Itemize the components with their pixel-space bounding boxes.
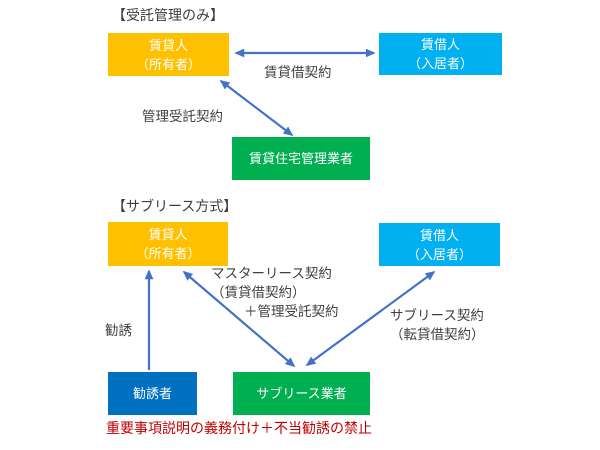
section2-owner-box: 賃貸人 （所有者）: [108, 222, 228, 266]
master-lease-arrow: [182, 270, 296, 368]
management-entrustment-arrow: [219, 80, 294, 136]
section2-solicitor-label: 勧誘者: [132, 386, 172, 401]
management-entrustment-label: 管理受託契約: [142, 109, 223, 124]
sublease-contract-label: サブリース契約 （転貸借契約）: [390, 308, 485, 342]
management-addon-label: ＋管理受託契約: [244, 304, 339, 319]
sublease-contract-arrow: [305, 271, 436, 366]
solicitation-label: 勧誘: [105, 323, 132, 338]
section2-sublease-operator-box: サブリース業者: [233, 372, 370, 415]
section2-tenant-label: 賃借人 （入居者）: [406, 227, 472, 262]
regulation-note: 重要事項説明の義務付け＋不当勧誘の禁止: [106, 420, 372, 436]
section2-title: 【サブリース方式】: [112, 198, 238, 214]
section1-manager-box: 賃貸住宅管理業者: [232, 137, 370, 180]
lease-contract-label: 賃貸借契約: [264, 65, 332, 80]
section2-solicitor-box: 勧誘者: [108, 372, 197, 415]
section1-title: 【受託管理のみ】: [112, 7, 224, 23]
section1-manager-label: 賃貸住宅管理業者: [248, 151, 353, 166]
section2-sublease-operator-label: サブリース業者: [256, 386, 347, 401]
section2-owner-label: 賃貸人 （所有者）: [135, 227, 201, 261]
section1-owner-box: 賃貸人 （所有者）: [108, 33, 229, 76]
section2-tenant-box: 賃借人 （入居者）: [379, 223, 500, 266]
section1-tenant-label: 賃借人 （入居者）: [407, 37, 473, 71]
master-lease-label: マスターリース契約 （賃貸借契約）: [211, 266, 332, 300]
section1-tenant-box: 賃借人 （入居者）: [379, 33, 502, 75]
section1-owner-label: 賃貸人 （所有者）: [135, 37, 201, 72]
